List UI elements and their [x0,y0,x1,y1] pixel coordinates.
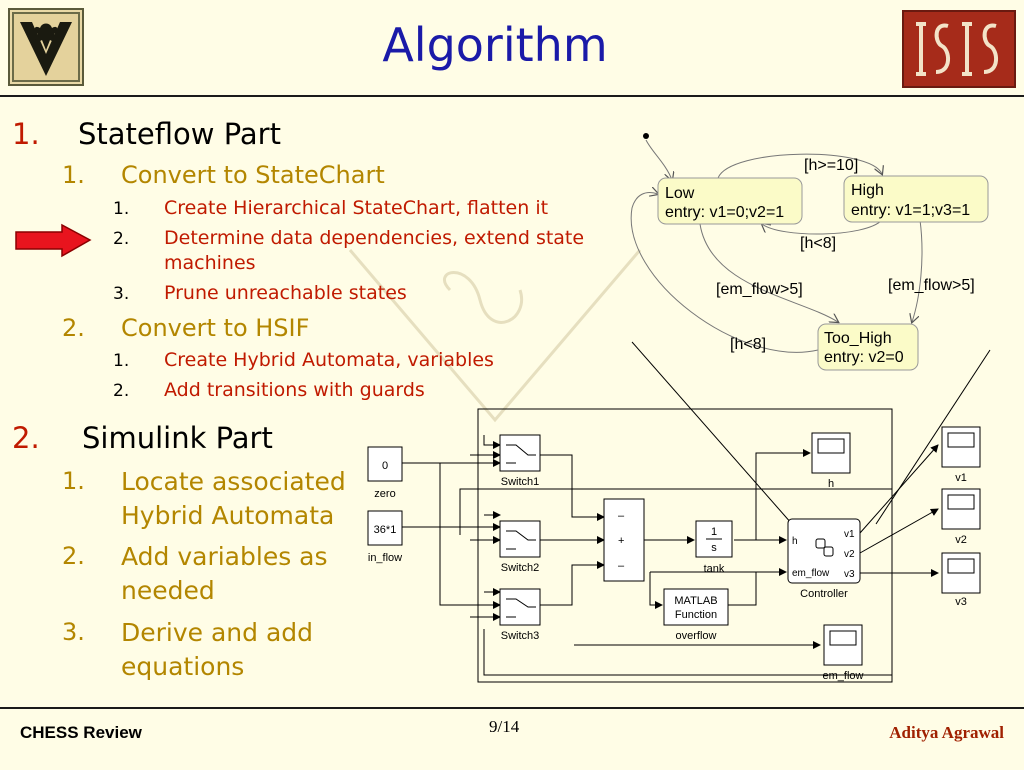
scope-emflow-label: em_flow [823,670,864,682]
tank-label: tank [704,563,725,575]
stateflow-chart-icon [815,538,834,557]
scope-v2-label: v2 [955,534,967,546]
item2-sub2-line2: needed [121,576,215,605]
sub2-item1-number: 1. [113,351,130,371]
background-watermark [348,249,642,423]
state-high-name: High [851,182,884,199]
guard-emflow-a: [em_flow>5] [716,281,803,298]
transition-high-to-low [762,219,883,235]
matlab-function-block [663,588,729,626]
sub1-item2-line2: machines [164,252,256,274]
guard-h-lt-8-b: [h<8] [730,336,766,353]
item2-sub1-line2: Hybrid Automata [121,501,335,530]
item2-sub1-number: 1. [62,467,85,495]
matlab-line2: Function [675,609,717,621]
sub1-item1-number: 1. [113,199,130,219]
constant-inflow-value: 36*1 [374,524,397,536]
switch1-block [499,434,541,472]
scope-h-label: h [828,478,834,490]
switch2-label: Switch2 [501,562,540,574]
transition-toohigh-to-low [630,193,819,353]
sub2-number: 2. [62,314,85,342]
state-low-entry: entry: v1=0;v2=1 [665,204,784,221]
red-pointer-arrow-icon [15,223,92,258]
item2-sub2-number: 2. [62,542,85,570]
item2-number: 2. [12,421,40,455]
default-transition-dot [643,133,649,139]
item2-sub1-line1: Locate associated [121,467,346,496]
footer-author: Aditya Agrawal [889,723,1004,742]
switch3-label: Switch3 [501,630,540,642]
sub1-item2-line1: Determine data dependencies, extend stat… [164,227,585,249]
constant-zero-label: zero [374,488,395,500]
tank-numerator: 1 [711,526,717,538]
guard-h-lt-8-a: [h<8] [800,235,836,252]
sum-block [603,498,645,582]
simulink-diagram: 0 zero 36*1 in_flow Switch1 Switch2 Swit… [367,408,981,683]
sub1-item2-number: 2. [113,229,130,249]
transition-high-to-toohigh [912,219,923,322]
state-too-high [817,323,919,371]
state-low-name: Low [665,185,695,202]
transition-low-to-high [717,153,882,179]
stateflow-diagram: Low entry: v1=0;v2=1 High entry: v1=1;v3… [630,133,989,371]
item2-heading: Simulink Part [82,421,273,455]
transition-low-to-toohigh [699,223,838,322]
item2-sub3-line1: Derive and add [121,618,314,647]
page-title: Algorithm [382,18,608,72]
controller-input-h: h [792,536,798,547]
controller-output-v2: v2 [844,549,855,560]
switch2-block [499,520,541,558]
item2-sub2-line1: Add variables as [121,542,328,571]
callout-lines [631,341,991,525]
sub1-item3: Prune unreachable states [164,282,407,304]
sub2-heading: Convert to HSIF [121,314,310,342]
sub2-item2-number: 2. [113,381,130,401]
sub1-heading: Convert to StateChart [121,161,385,189]
item2-sub3-line2: equations [121,652,245,681]
guard-emflow-b: [em_flow>5] [888,277,975,294]
sum-sign-3: – [618,560,625,572]
sub2-item1: Create Hybrid Automata, variables [164,349,494,371]
sum-sign-1: – [618,510,625,522]
isis-logo [902,10,1016,88]
sum-sign-2: + [618,535,624,547]
sub1-number: 1. [62,161,85,189]
scope-v3-label: v3 [955,596,967,608]
slide-footer: CHESS Review 9/14 Aditya Agrawal [0,707,1024,770]
state-high-entry: entry: v1=1;v3=1 [851,202,970,219]
item1-number: 1. [12,117,40,151]
constant-inflow-label: in_flow [368,552,402,564]
constant-zero-block [367,446,403,482]
matlab-line1: MATLAB [674,595,717,607]
tank-denominator: s [711,542,717,554]
state-too-high-entry: entry: v2=0 [824,349,904,366]
switch1-label: Switch1 [501,476,540,488]
sub2-item2: Add transitions with guards [164,379,425,401]
constant-zero-value: 0 [382,460,388,472]
constant-inflow-block [367,510,403,546]
sub1-item1: Create Hierarchical StateChart, flatten … [164,197,549,219]
sub1-item3-number: 3. [113,284,130,304]
slide-header: Algorithm [0,0,1024,97]
controller-label: Controller [800,588,848,600]
controller-output-v1: v1 [844,529,855,540]
controller-input-emflow: em_flow [792,568,830,579]
guard-h-ge-10: [h>=10] [804,157,858,174]
state-low [657,177,803,225]
state-high [843,175,989,223]
item1-heading: Stateflow Part [78,117,281,151]
vanderbilt-logo [8,8,84,86]
controller-output-v3: v3 [844,569,855,580]
state-too-high-name: Too_High [824,330,892,347]
overflow-label: overflow [676,630,717,642]
scope-v1-label: v1 [955,472,967,484]
item2-sub3-number: 3. [62,618,85,646]
footer-left-text: CHESS Review [20,723,142,742]
page-number: 9/14 [489,717,520,736]
